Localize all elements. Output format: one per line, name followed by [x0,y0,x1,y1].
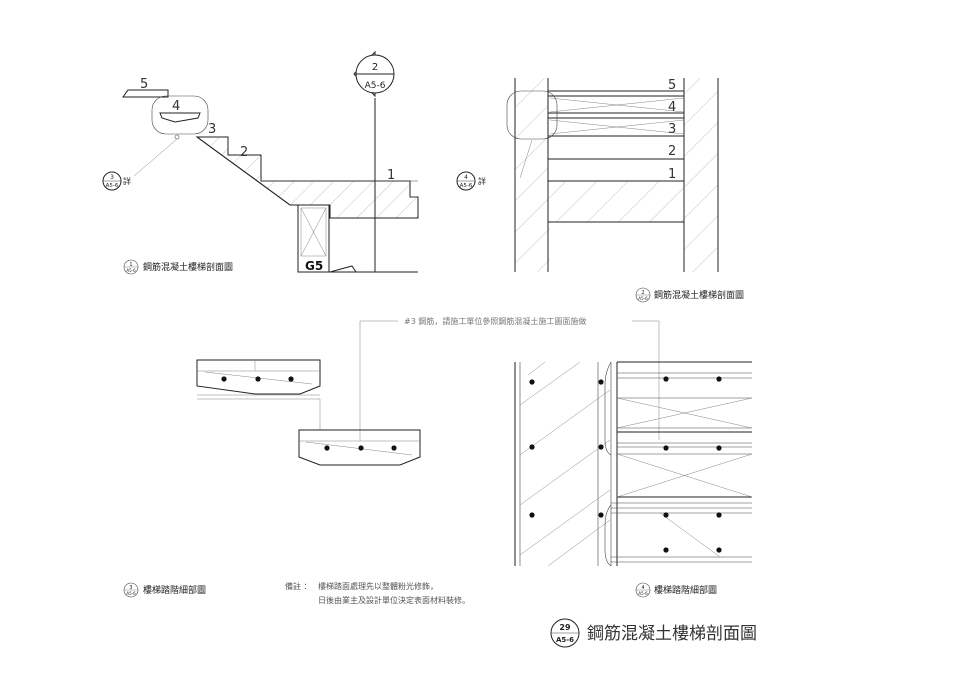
step-num-r2: 2 [668,144,676,159]
beam-g5 [297,204,330,273]
rebar-dot [255,376,261,382]
step-profile-4 [159,112,201,123]
rebar-dot [529,444,535,450]
view4-tag-num: 4 [641,585,644,591]
rebar-dot [391,445,397,451]
view2-tag-num: 2 [641,290,644,296]
rebar-dot [663,512,669,518]
detail-callout-4[interactable]: 4 A5-6 詳 [456,171,486,191]
right-wall [684,78,718,272]
step-profile-5 [122,89,169,98]
view3-tread-detail: 3 A5-6 樓梯踏階細部圖 [123,359,421,598]
section-marker-2[interactable]: 2 A5-6 [353,50,395,98]
remarks-line2: 日後由業主及設計單位決定表面材料裝修。 [318,595,470,605]
step-num-2: 2 [240,145,248,160]
view1-stair-section: G5 2 A5-6 1 2 3 4 5 3 A5-6 詳 [102,50,419,275]
view1-title: 鋼筋混凝土樓梯剖面圖 [143,261,233,273]
view3-tag-ref: A5-6 [126,591,136,596]
sheet-tag-num: 29 [559,623,571,632]
rebar-dot [663,547,669,553]
rebar-dot [221,376,227,382]
view4-caption: 4 A5-6 樓梯踏階細部圖 [635,582,717,598]
detail-bubble-3 [151,95,209,135]
sheet-tag-ref: A5-6 [556,636,574,644]
beam-label: G5 [305,259,323,273]
view2-caption: 2 A5-6 鋼筋混凝土樓梯剖面圖 [635,287,744,303]
view1-caption: 1 A5-6 鋼筋混凝土樓梯剖面圖 [123,259,233,275]
view3-caption: 3 A5-6 樓梯踏階細部圖 [123,582,206,598]
sheet-title: 鋼筋混凝土樓梯剖面圖 [587,624,757,644]
rebar-dot [288,376,294,382]
remarks: 備註 ： 樓梯踏面處理先以整體粉光修飾， 日後由業主及設計單位決定表面材料裝修。 [285,581,470,605]
detail-callout-4-suffix: 詳 [478,176,486,186]
rebar-note-text: #3 鋼筋，請施工單位參照鋼筋混凝土施工圖面施做 [404,316,586,326]
step-num-r3: 3 [668,122,676,137]
rebar-dot [598,379,604,385]
rebar-dot [324,445,330,451]
remarks-label: 備註 ： [285,581,312,591]
floor-slab [548,181,684,222]
rebar-dot [716,445,722,451]
rebar-dot [663,376,669,382]
remarks-line1: 樓梯踏面處理先以整體粉光修飾， [318,581,438,591]
view1-tag-num: 1 [129,262,132,268]
rebar-dot [716,512,722,518]
detail-callout-3[interactable]: 3 A5-6 詳 [102,171,131,191]
rebar-dot [598,444,604,450]
step-num-4: 4 [172,99,180,114]
view4-title: 樓梯踏階細部圖 [654,584,717,596]
rebar-dot [598,512,604,518]
view2-wall-section: 1 2 3 4 5 4 A5-6 詳 2 A5-6 鋼筋混凝土樓梯剖面圖 [456,78,744,303]
view1-tag-ref: A5-6 [126,268,136,273]
detail-bubble-4 [506,90,558,140]
rebar-dot [716,376,722,382]
rebar-dot [529,379,535,385]
step-num-r4: 4 [668,100,676,115]
detail-callout-3-num: 3 [110,174,114,181]
rebar-note: #3 鋼筋，請施工單位參照鋼筋混凝土施工圖面施做 [359,316,660,440]
step-num-r5: 5 [668,78,676,93]
rebar-dot [663,445,669,451]
detail-callout-3-suffix: 詳 [123,176,131,186]
left-wall [515,78,550,272]
section-marker-num: 2 [372,62,378,73]
rebar-dot [716,547,722,553]
step-num-1: 1 [387,168,395,183]
view3-title: 樓梯踏階細部圖 [143,584,206,596]
step-num-r1: 1 [668,167,676,182]
view2-title: 鋼筋混凝土樓梯剖面圖 [654,289,744,301]
rebar-dot [529,512,535,518]
view2-tag-ref: A5-6 [638,296,648,301]
detail-callout-4-num: 4 [464,174,468,181]
step-num-3: 3 [208,122,216,137]
tread-lower [298,429,421,466]
detail-callout-4-ref: A5-6 [460,183,473,189]
rebar-dot [358,445,364,451]
view3-tag-num: 3 [129,585,132,591]
sheet-title-block: 29 A5-6 鋼筋混凝土樓梯剖面圖 [550,618,757,648]
view4-tag-ref: A5-6 [638,591,648,596]
step-num-5: 5 [140,77,148,92]
view4-wall-tread-detail: 4 A5-6 樓梯踏階細部圖 [514,361,753,598]
section-marker-ref: A5-6 [365,81,386,91]
tread-upper [196,359,321,395]
detail-callout-3-ref: A5-6 [106,183,119,189]
